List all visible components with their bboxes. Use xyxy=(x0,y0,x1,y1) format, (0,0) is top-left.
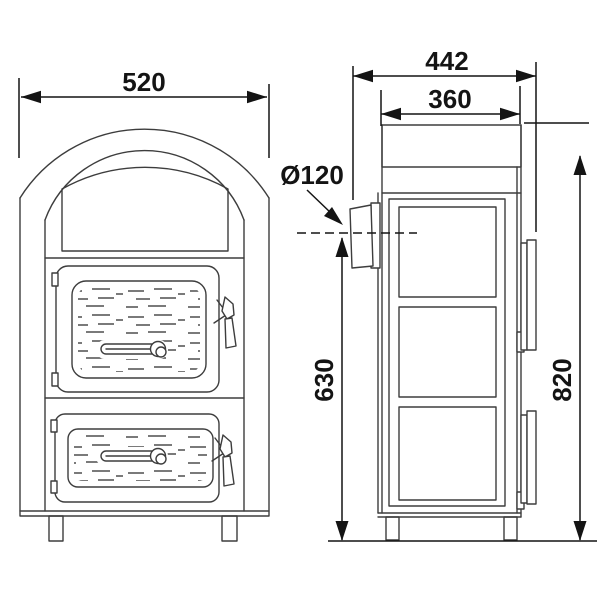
front-right-leg xyxy=(221,515,238,542)
lower-door-latch xyxy=(211,434,235,487)
dim-height-flue-center: 630 xyxy=(309,237,349,541)
dim-height-overall: 820 xyxy=(524,122,589,541)
arrowhead-left-icon xyxy=(21,90,41,104)
upper-latch-knob xyxy=(221,296,235,320)
upper-door xyxy=(51,265,237,393)
dim-flue-diameter: Ø120 xyxy=(280,160,344,225)
dim-depth-body: 360 xyxy=(380,84,521,126)
label-depth-body: 360 xyxy=(428,84,471,114)
upper-door-glass-frame xyxy=(71,280,207,379)
flue-collar xyxy=(349,204,374,269)
upper-latch-shaft xyxy=(224,317,237,349)
crown-outer-arc xyxy=(19,128,270,199)
arched-top-panel xyxy=(61,166,229,252)
side-left-leg xyxy=(385,516,400,541)
crown-inner-arc xyxy=(44,149,245,221)
upper-latch-link-bottom xyxy=(213,314,227,324)
arrowhead-up-icon xyxy=(335,237,349,257)
dimensions: 520 442 360 Ø120 630 xyxy=(18,46,597,542)
side-top-plate xyxy=(381,124,522,168)
arrowhead-left-icon xyxy=(353,69,373,83)
lower-latch-knob xyxy=(219,434,233,458)
arrowhead-down-icon xyxy=(573,521,587,541)
side-view xyxy=(349,124,537,541)
lower-latch-shaft xyxy=(222,455,235,487)
label-height-flue-center: 630 xyxy=(309,358,339,401)
side-lower-door-edge xyxy=(520,414,528,504)
label-height-overall: 820 xyxy=(547,358,577,401)
arrowhead-down-icon xyxy=(335,521,349,541)
side-panel-frame xyxy=(388,198,506,507)
lower-door xyxy=(50,413,235,503)
lower-door-left-lug-bottom xyxy=(50,480,58,494)
label-front-width: 520 xyxy=(122,67,165,97)
dim-depth-overall: 442 xyxy=(352,46,537,232)
lower-handle-knob-inner xyxy=(155,453,167,465)
label-depth-overall: 442 xyxy=(425,46,468,76)
upper-handle-knob-inner xyxy=(155,346,167,358)
side-upper-door-edge xyxy=(520,242,528,351)
leader-arrowhead-icon xyxy=(324,207,343,225)
side-right-leg xyxy=(503,516,518,541)
side-panel-square-top xyxy=(398,206,497,298)
arrowhead-left-icon xyxy=(381,107,401,121)
front-body-outline xyxy=(19,197,270,517)
side-panel-square-bottom xyxy=(398,406,497,501)
side-panel-square-middle xyxy=(398,306,497,398)
front-view xyxy=(19,128,270,542)
upper-door-left-lug-bottom xyxy=(51,372,59,387)
arrowhead-right-icon xyxy=(247,90,267,104)
upper-door-glass-texture xyxy=(78,287,200,372)
label-flue-diameter: Ø120 xyxy=(280,160,344,190)
arrowhead-right-icon xyxy=(516,69,536,83)
arrowhead-up-icon xyxy=(573,155,587,175)
lower-door-left-lug-top xyxy=(50,419,58,433)
arrowhead-right-icon xyxy=(500,107,520,121)
upper-door-latch xyxy=(213,296,237,349)
upper-door-left-lug-top xyxy=(51,272,59,287)
leader-line-flue xyxy=(306,189,333,215)
side-upper-latch-bar xyxy=(526,239,537,351)
side-lower-latch-bar xyxy=(526,410,537,505)
front-left-leg xyxy=(48,515,64,542)
lower-door-glass-frame xyxy=(67,428,214,488)
dim-front-width: 520 xyxy=(18,67,270,158)
lower-latch-link-bottom xyxy=(211,452,225,462)
